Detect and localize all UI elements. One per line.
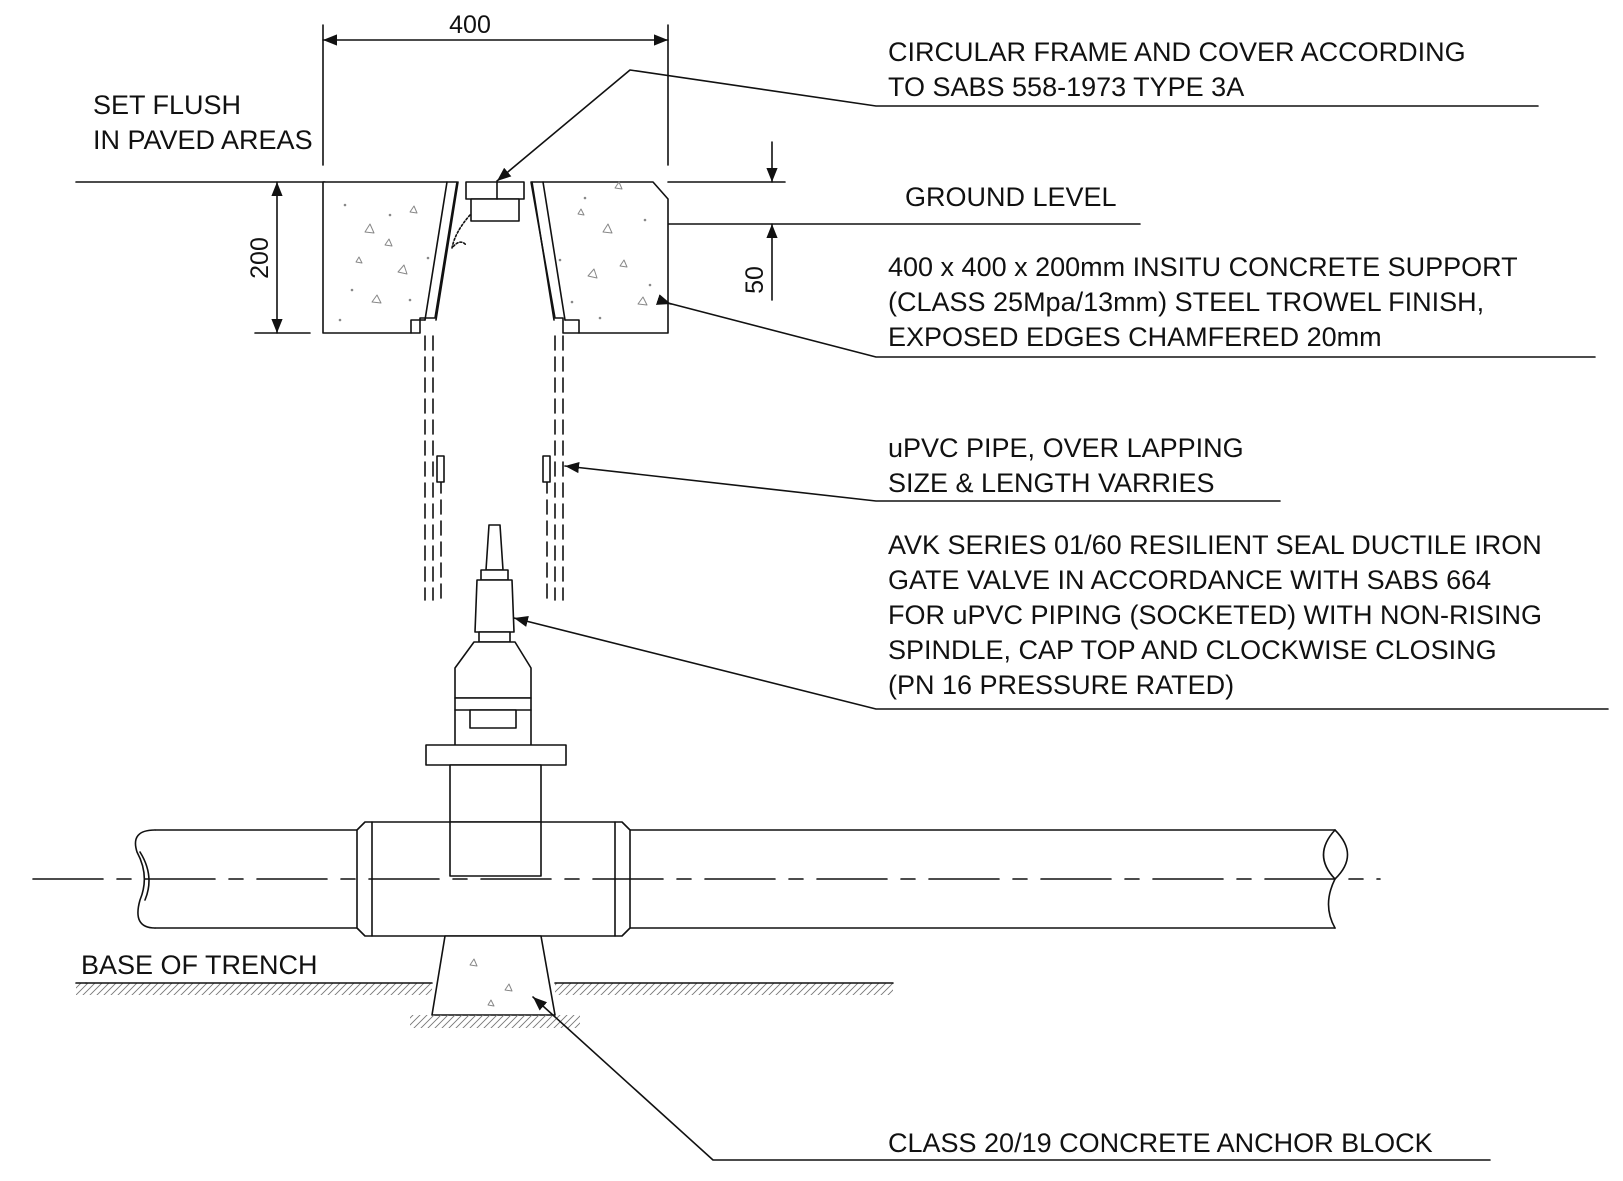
label-concrete-support-line-1: 400 x 400 x 200mm INSITU CONCRETE SUPPOR… xyxy=(888,252,1518,282)
sleeve-overlap xyxy=(436,455,551,483)
dimension-width xyxy=(322,24,669,166)
label-frame-cover-line-1: CIRCULAR FRAME AND COVER ACCORDING xyxy=(888,37,1466,67)
cover-chain xyxy=(451,214,471,249)
dimension-height xyxy=(254,181,311,334)
anchor-block xyxy=(431,935,556,1016)
label-gate-valve-line-5: (PN 16 PRESSURE RATED) xyxy=(888,670,1235,700)
label-gate-valve-line-3: FOR uPVC PIPING (SOCKETED) WITH NON-RISI… xyxy=(888,600,1543,630)
label-concrete-support-line-3: EXPOSED EDGES CHAMFERED 20mm xyxy=(888,322,1382,352)
label-base-trench-line-1: BASE OF TRENCH xyxy=(81,950,318,980)
dimension-offset xyxy=(667,141,786,301)
concrete-support-block xyxy=(322,181,669,334)
dimension-width-value: 400 xyxy=(449,11,491,39)
anchor-texture xyxy=(469,958,513,1007)
label-frame-cover: CIRCULAR FRAME AND COVER ACCORDING TO SA… xyxy=(888,35,1466,105)
dimension-height-value: 200 xyxy=(246,237,274,279)
label-concrete-support-line-2: (CLASS 25Mpa/13mm) STEEL TROWEL FINISH, xyxy=(888,287,1485,317)
label-set-flush-line-1: SET FLUSH xyxy=(93,90,242,120)
label-anchor-block-line-1: CLASS 20/19 CONCRETE ANCHOR BLOCK xyxy=(888,1128,1433,1158)
label-ground-level-line-1: GROUND LEVEL xyxy=(905,182,1117,212)
main-pipe xyxy=(134,829,1349,929)
frame-walls xyxy=(410,181,580,334)
leader-lines xyxy=(85,69,1609,1161)
label-gate-valve: AVK SERIES 01/60 RESILIENT SEAL DUCTILE … xyxy=(888,528,1542,703)
label-anchor-block: CLASS 20/19 CONCRETE ANCHOR BLOCK xyxy=(888,1126,1433,1161)
cover-cap xyxy=(465,181,525,222)
label-base-trench: BASE OF TRENCH xyxy=(81,948,318,983)
dimension-offset-value: 50 xyxy=(741,266,769,294)
label-gate-valve-line-2: GATE VALVE IN ACCORDANCE WITH SABS 664 xyxy=(888,565,1492,595)
trench-base xyxy=(75,982,894,1028)
label-ground-level: GROUND LEVEL xyxy=(905,180,1117,215)
label-upvc-pipe-line-1: uPVC PIPE, OVER LAPPING xyxy=(888,433,1244,463)
label-upvc-pipe-line-2: SIZE & LENGTH VARRIES xyxy=(888,468,1215,498)
label-gate-valve-line-1: AVK SERIES 01/60 RESILIENT SEAL DUCTILE … xyxy=(888,530,1542,560)
label-frame-cover-line-2: TO SABS 558-1973 TYPE 3A xyxy=(888,72,1245,102)
label-set-flush-line-2: IN PAVED AREAS xyxy=(93,125,313,155)
label-gate-valve-line-4: SPINDLE, CAP TOP AND CLOCKWISE CLOSING xyxy=(888,635,1497,665)
label-upvc-pipe: uPVC PIPE, OVER LAPPING SIZE & LENGTH VA… xyxy=(888,431,1244,501)
label-concrete-support: 400 x 400 x 200mm INSITU CONCRETE SUPPOR… xyxy=(888,250,1518,355)
label-set-flush: SET FLUSH IN PAVED AREAS xyxy=(93,88,313,158)
